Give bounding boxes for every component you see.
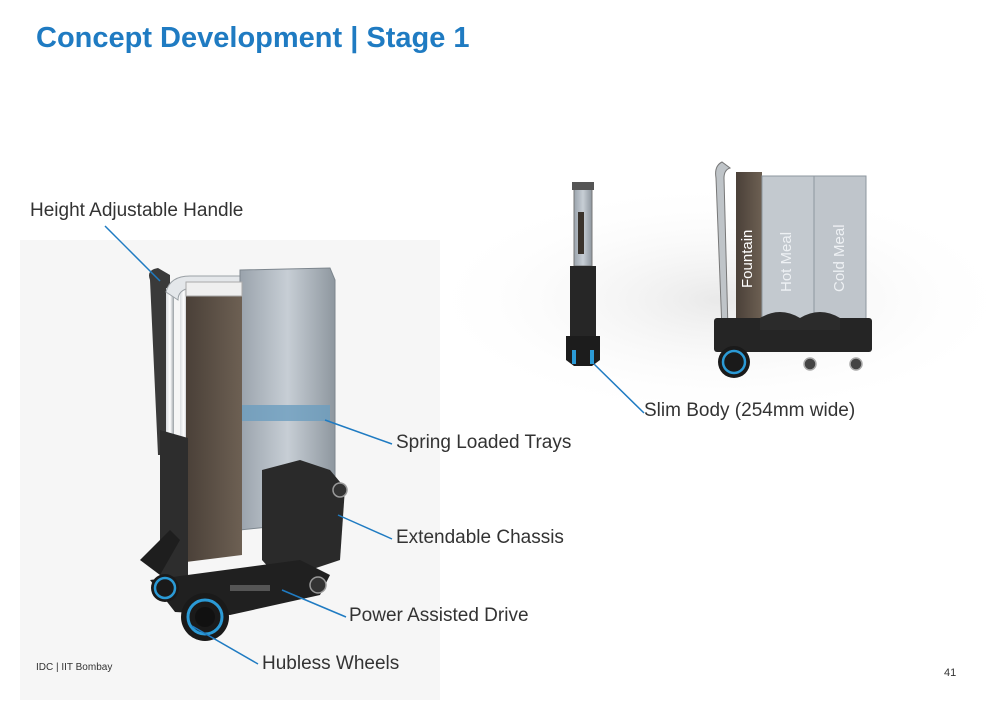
trolley-front-view bbox=[566, 182, 600, 366]
fountain-label: Fountain bbox=[739, 230, 756, 288]
hot-meal-compartment bbox=[761, 175, 815, 329]
trolley-main-view bbox=[140, 267, 348, 641]
callout-power-assisted-drive: Power Assisted Drive bbox=[349, 605, 529, 626]
leader-handle bbox=[104, 225, 161, 282]
side-render-backdrop bbox=[420, 180, 1000, 420]
slide-title: Concept Development | Stage 1 bbox=[36, 22, 470, 54]
hot-meal-label: Hot Meal bbox=[778, 232, 795, 292]
callout-slim-body: Slim Body (254mm wide) bbox=[644, 400, 856, 421]
footer-institution: IDC | IIT Bombay bbox=[36, 662, 113, 673]
spring-tray bbox=[238, 405, 330, 421]
callout-height-adjustable-handle: Height Adjustable Handle bbox=[30, 200, 244, 221]
leader-trays bbox=[324, 419, 393, 445]
callout-leaders bbox=[104, 225, 645, 665]
leader-slim bbox=[593, 363, 645, 414]
handle-grip bbox=[149, 268, 170, 455]
extendable-chassis bbox=[262, 460, 345, 580]
handle-rod-right bbox=[180, 288, 188, 458]
callout-spring-loaded-trays: Spring Loaded Trays bbox=[396, 432, 572, 453]
cold-meal-label: Cold Meal bbox=[831, 224, 848, 292]
leader-wheels bbox=[191, 625, 259, 665]
leader-chassis bbox=[337, 514, 393, 540]
page-number: 41 bbox=[944, 667, 957, 679]
caster-wheel bbox=[309, 576, 327, 594]
fountain-compartment bbox=[736, 172, 762, 332]
handle-rod-left bbox=[166, 288, 174, 458]
fountain-panel bbox=[186, 282, 242, 562]
callout-hubless-wheels: Hubless Wheels bbox=[262, 653, 400, 674]
callout-extendable-chassis: Extendable Chassis bbox=[396, 527, 564, 548]
trolley-side-view: Fountain Hot Meal Cold Meal bbox=[714, 161, 872, 378]
leader-drive bbox=[281, 589, 347, 618]
cold-meal-compartment bbox=[813, 175, 867, 329]
